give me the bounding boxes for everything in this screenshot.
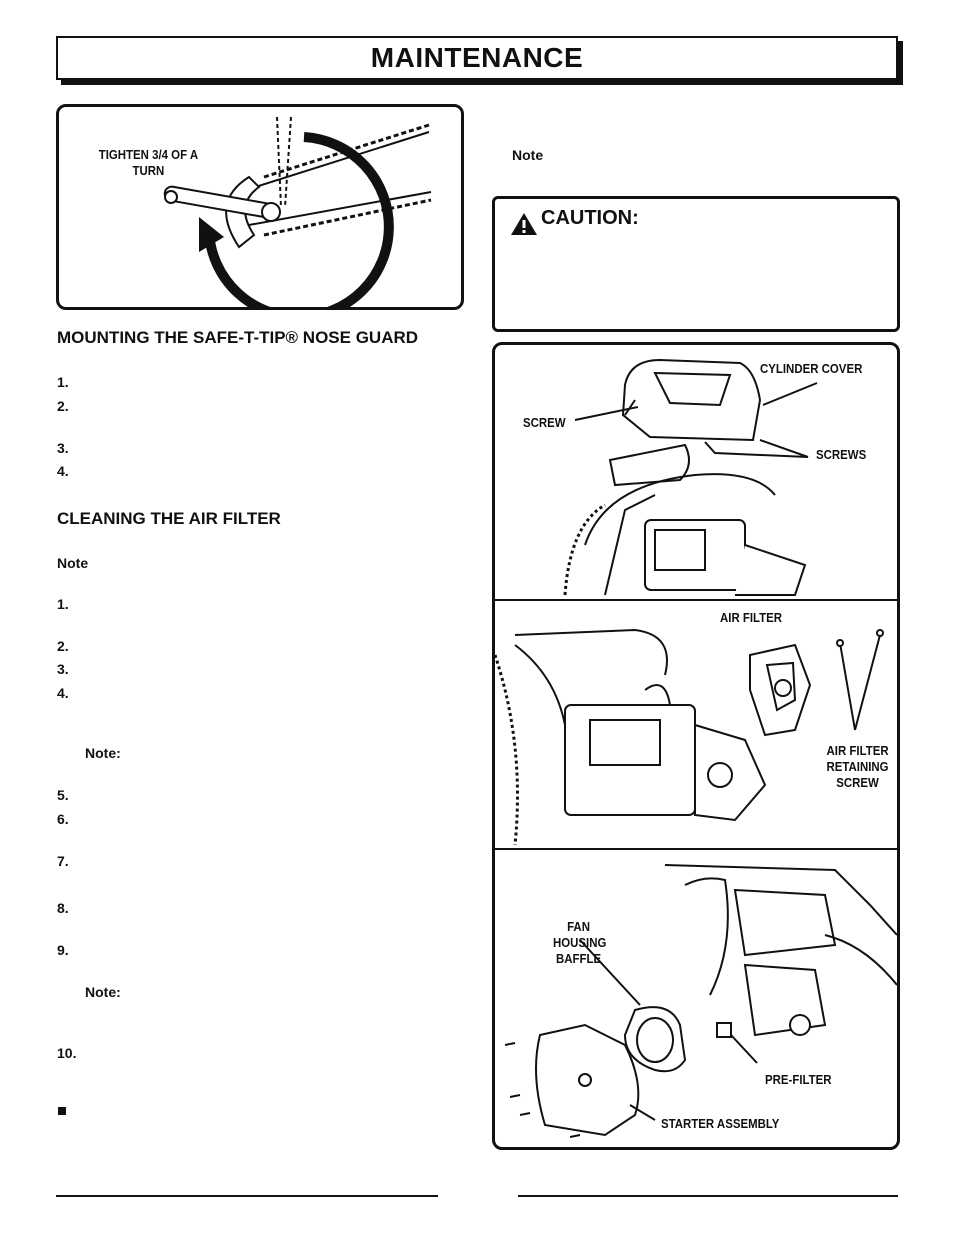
heading-air-filter: CLEANING THE AIR FILTER	[57, 509, 281, 528]
filter-step-2: 2.	[57, 638, 69, 654]
nose-guard-illustration	[163, 116, 432, 307]
label-pre-filter: PRE-FILTER	[765, 1072, 832, 1087]
note-step-4: Note:	[85, 745, 121, 761]
warning-icon	[511, 213, 537, 235]
note-right: Note	[512, 147, 544, 163]
label-retaining-screw: AIR FILTER RETAINING SCREW	[826, 743, 889, 790]
panel-divider	[495, 599, 897, 601]
air-filter-figures: CYLINDER COVER SCREW SCREWS AIR FILTER A…	[492, 342, 900, 1150]
heading-nose-guard: MOUNTING THE SAFE-T-TIP® NOSE GUARD	[57, 328, 419, 347]
label-starter-assembly: STARTER ASSEMBLY	[661, 1116, 780, 1131]
step-4: 4.	[57, 463, 69, 479]
filter-step-1: 1.	[57, 596, 69, 612]
label-fan-baffle: FAN HOUSING BAFFLE	[553, 919, 607, 966]
bullet-square-icon	[58, 1107, 66, 1115]
step-2: 2.	[57, 398, 69, 414]
footer-rule-right	[518, 1195, 898, 1197]
step-1: 1.	[57, 374, 69, 390]
page-title: MAINTENANCE	[56, 36, 898, 80]
label-cylinder-cover: CYLINDER COVER	[760, 361, 863, 376]
filter-step-10: 10.	[57, 1045, 77, 1061]
tighten-label: TIGHTEN 3/4 OF A TURN	[98, 147, 199, 178]
nose-guard-figure: TIGHTEN 3/4 OF A TURN	[56, 104, 464, 310]
caution-title: CAUTION:	[541, 207, 639, 229]
step-3: 3.	[57, 440, 69, 456]
filter-step-7: 7.	[57, 853, 69, 869]
filter-step-6: 6.	[57, 811, 69, 827]
footer-rule-left	[56, 1195, 438, 1197]
label-screws: SCREWS	[816, 447, 867, 462]
filter-step-3: 3.	[57, 661, 69, 677]
filter-step-4: 4.	[57, 685, 69, 701]
note-step-9: Note:	[85, 984, 121, 1000]
filter-step-9: 9.	[57, 942, 69, 958]
panel-divider	[495, 848, 897, 850]
label-air-filter: AIR FILTER	[720, 610, 783, 625]
filter-step-5: 5.	[57, 787, 69, 803]
label-screw: SCREW	[523, 415, 566, 430]
chainsaw-illustrations	[495, 358, 897, 1138]
note-air-filter: Note	[57, 555, 89, 571]
filter-step-8: 8.	[57, 900, 69, 916]
caution-box: CAUTION:	[492, 196, 900, 332]
